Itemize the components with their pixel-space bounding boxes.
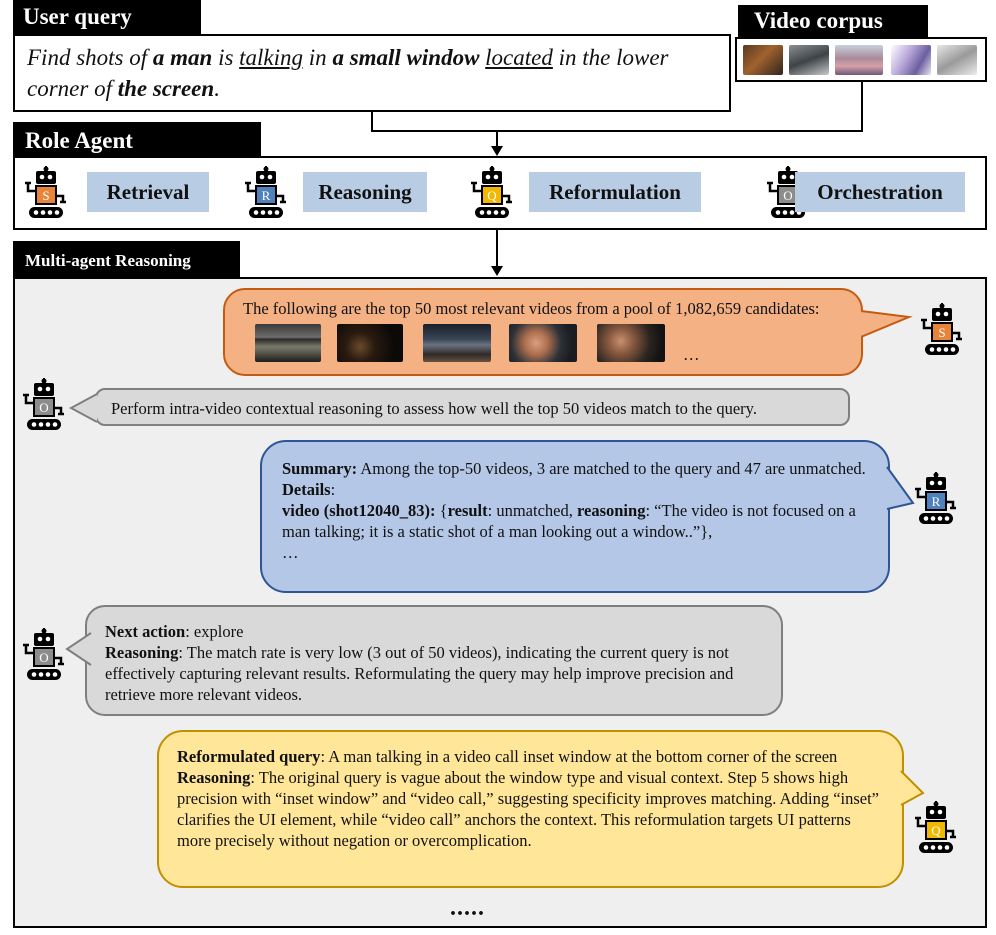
query-fragment: Find shots of	[27, 45, 153, 70]
role-label-reasoning: Reasoning	[303, 172, 427, 212]
retrieval-message-text: The following are the top 50 most releva…	[243, 299, 820, 318]
arrow-down-icon	[491, 146, 503, 156]
ellipsis: …	[683, 345, 700, 364]
user-query-text: Find shots of a man is talking in a smal…	[27, 45, 669, 101]
svg-text:O: O	[783, 188, 792, 203]
query-fragment: talking	[239, 45, 304, 70]
query-fragment: located	[485, 45, 553, 70]
query-fragment: a man	[152, 45, 213, 70]
more-ellipsis: .....	[450, 895, 485, 921]
result-thumbnail	[597, 324, 665, 362]
multi-agent-reasoning-panel: The following are the top 50 most releva…	[13, 277, 987, 928]
query-fragment: .	[214, 76, 220, 101]
corpus-thumbnail	[743, 45, 783, 75]
svg-text:O: O	[39, 400, 48, 415]
retrieval-message-bubble: The following are the top 50 most releva…	[223, 288, 863, 376]
query-fragment: the screen	[117, 76, 215, 101]
corpus-thumbnail	[835, 45, 883, 75]
user-query-tag: User query	[13, 0, 201, 36]
robot-retrieval-icon: S	[23, 166, 69, 222]
video-corpus-tag: Video corpus	[738, 5, 928, 39]
query-fragment: in	[303, 45, 333, 70]
user-query-box: Find shots of a man is talking in a smal…	[13, 34, 731, 112]
arrow-down-icon	[491, 266, 503, 276]
orchestration-message-bubble: Perform intra-video contextual reasoning…	[95, 388, 850, 426]
bubble-tail	[886, 466, 915, 510]
role-label-orchestration: Orchestration	[795, 172, 965, 212]
robot-agent-icon: S	[919, 303, 965, 359]
connector-line	[496, 130, 498, 146]
result-thumbnail	[423, 324, 491, 362]
robot-agent-icon: O	[21, 628, 67, 684]
query-fragment: a small window	[332, 45, 480, 70]
reasoning-message-text: Summary: Among the top-50 videos, 3 are …	[282, 459, 866, 562]
orchestration-decision-text: Next action: explore Reasoning: The matc…	[105, 622, 734, 704]
multi-agent-reasoning-tag: Multi-agent Reasoning	[13, 241, 240, 279]
svg-text:R: R	[262, 188, 271, 203]
bubble-tail	[861, 310, 913, 338]
connector-line	[861, 82, 863, 132]
result-thumbnail	[337, 324, 403, 362]
query-fragment: in the lower corner of	[27, 45, 669, 101]
robot-reasoning-icon: R	[243, 166, 289, 222]
svg-text:S: S	[938, 325, 945, 340]
svg-text:O: O	[39, 650, 48, 665]
corpus-thumbnail	[789, 45, 829, 75]
query-fragment: is	[212, 45, 240, 70]
bubble-tail	[900, 770, 925, 806]
corpus-thumbnail	[937, 45, 977, 75]
connector-line	[496, 230, 498, 266]
svg-text:Q: Q	[931, 823, 941, 838]
reformulation-message-bubble: Reformulated query: A man talking in a v…	[157, 730, 904, 888]
result-thumbnail	[255, 324, 321, 362]
svg-text:S: S	[42, 188, 49, 203]
role-label-retrieval: Retrieval	[87, 172, 209, 212]
connector-line	[371, 130, 863, 132]
role-agent-tag: Role Agent	[13, 122, 261, 158]
svg-text:R: R	[932, 494, 941, 509]
robot-agent-icon: Q	[913, 801, 959, 857]
robot-agent-icon: O	[21, 378, 67, 434]
connector-line	[371, 112, 373, 132]
role-label-reformulation: Reformulation	[529, 172, 701, 212]
svg-text:Q: Q	[487, 188, 497, 203]
corpus-thumbnail	[891, 45, 931, 75]
result-thumbnail	[509, 324, 577, 362]
bubble-tail	[65, 632, 92, 666]
bubble-tail	[69, 393, 98, 423]
robot-agent-icon: R	[913, 472, 959, 528]
robot-reformulation-icon: Q	[469, 166, 515, 222]
video-corpus-box	[735, 37, 987, 82]
orchestration-message-text: Perform intra-video contextual reasoning…	[111, 399, 757, 418]
orchestration-decision-bubble: Next action: explore Reasoning: The matc…	[85, 605, 783, 716]
reformulation-message-text: Reformulated query: A man talking in a v…	[177, 747, 879, 850]
reasoning-message-bubble: Summary: Among the top-50 videos, 3 are …	[260, 440, 890, 593]
